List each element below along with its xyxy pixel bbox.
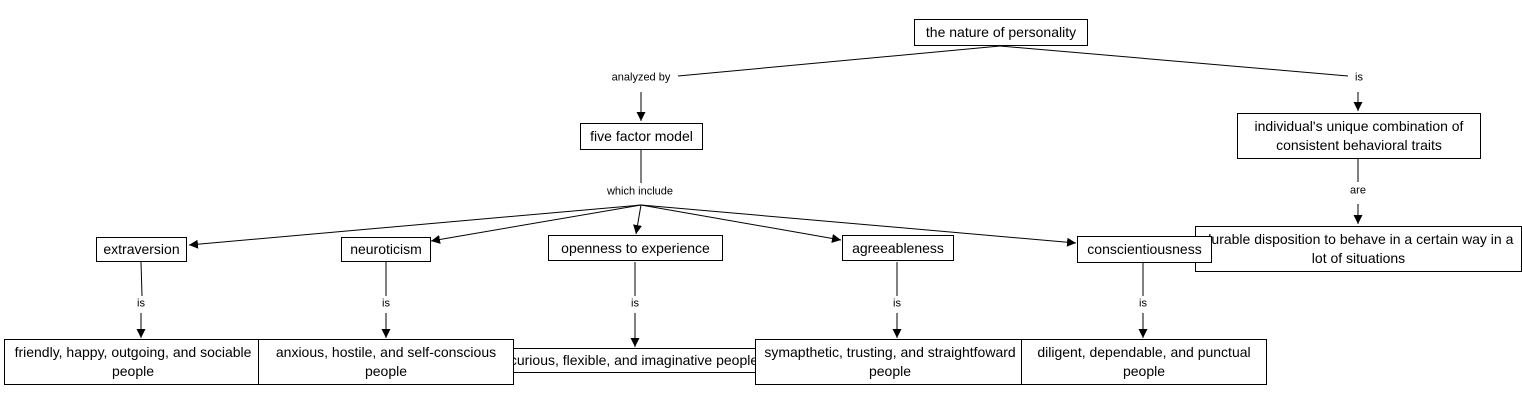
node-durable-disposition-label: durable disposition to behave in a certa… [1203, 231, 1514, 266]
link-label-analyzed-by: analyzed by [609, 71, 673, 85]
link-label-is-neuroticism: is [380, 297, 392, 311]
node-openness[interactable]: openness to experience [548, 235, 723, 261]
connector-to-agreeableness [640, 204, 842, 243]
node-openness-definition-label: curious, flexible, and imaginative peopl… [509, 352, 759, 368]
node-agreeableness[interactable]: agreeableness [842, 235, 954, 261]
node-neuroticism-definition-label: anxious, hostile, and self-conscious peo… [275, 344, 497, 379]
node-neuroticism-definition[interactable]: anxious, hostile, and self-conscious peo… [258, 339, 514, 385]
node-unique-combination[interactable]: individual's unique combination of consi… [1237, 113, 1481, 159]
node-agreeableness-definition-label: symapthetic, trusting, and straightfowar… [764, 344, 1016, 379]
node-conscientiousness-label: conscientiousness [1087, 241, 1202, 257]
link-label-are: are [1348, 184, 1368, 198]
node-unique-combination-label: individual's unique combination of consi… [1254, 118, 1464, 153]
node-extraversion-definition-label: friendly, happy, outgoing, and sociable … [14, 344, 252, 379]
link-label-which-include: which include [604, 185, 676, 199]
node-conscientiousness-definition[interactable]: diligent, dependable, and punctual peopl… [1021, 339, 1267, 385]
connector-to-extraversion [188, 204, 642, 249]
connector-to-conscientiousness [640, 204, 1077, 247]
node-openness-definition[interactable]: curious, flexible, and imaginative peopl… [505, 348, 763, 373]
node-conscientiousness-definition-label: diligent, dependable, and punctual peopl… [1037, 344, 1251, 379]
node-durable-disposition[interactable]: durable disposition to behave in a certa… [1195, 226, 1522, 272]
node-extraversion-label: extraversion [103, 241, 180, 257]
node-five-factor-model-label: five factor model [590, 128, 693, 144]
node-agreeableness-label: agreeableness [852, 239, 944, 256]
link-label-is-conscientiousness: is [1137, 297, 1149, 311]
node-openness-label: openness to experience [561, 239, 710, 256]
link-label-is-openness: is [629, 297, 641, 311]
connector-root-is [999, 45, 1349, 77]
node-extraversion[interactable]: extraversion [96, 237, 187, 262]
node-neuroticism-label: neuroticism [350, 241, 422, 257]
connector-to-openness [633, 204, 642, 235]
node-conscientiousness[interactable]: conscientiousness [1077, 236, 1212, 263]
node-nature-of-personality[interactable]: the nature of personality [914, 19, 1088, 46]
node-extraversion-definition[interactable]: friendly, happy, outgoing, and sociable … [4, 339, 262, 385]
link-label-is-agreeableness: is [891, 297, 903, 311]
connector-to-neuroticism [430, 204, 642, 244]
node-agreeableness-definition[interactable]: symapthetic, trusting, and straightfowar… [755, 339, 1025, 385]
node-nature-of-personality-label: the nature of personality [925, 24, 1077, 40]
connector-extraversion-is [140, 261, 143, 297]
node-five-factor-model[interactable]: five factor model [580, 123, 703, 150]
link-label-is-extraversion: is [135, 297, 147, 311]
connector-root-analyzed-by [677, 45, 1001, 77]
node-neuroticism[interactable]: neuroticism [341, 237, 431, 262]
link-label-is-root: is [1353, 71, 1365, 85]
